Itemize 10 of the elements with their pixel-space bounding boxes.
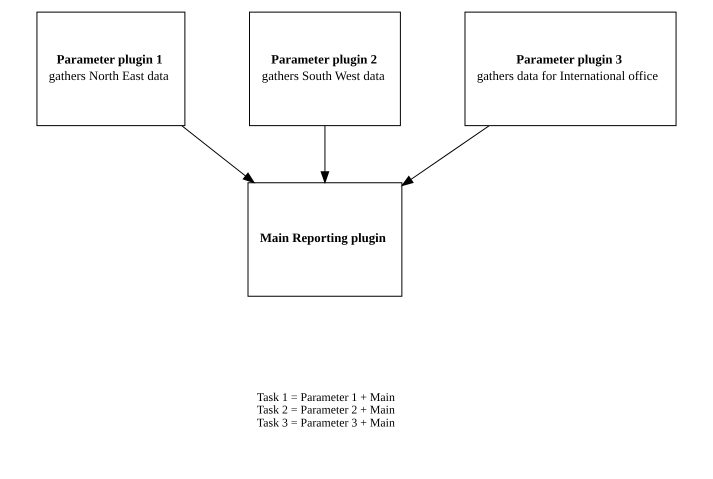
node-box: Parameter plugin 3 gathers data for International office — [464, 12, 677, 126]
node-box: Parameter plugin 1 gathers North East data — [36, 12, 186, 126]
label: Task 2 = Parameter 2 + Main — [256, 402, 395, 417]
node-box: Main Reporting plugin — [248, 182, 402, 297]
node-box: Parameter plugin 2 gathers South West data — [249, 12, 401, 126]
arrow — [181, 125, 256, 184]
arrow — [320, 126, 330, 184]
label: Task 1 = Parameter 1 + Main — [256, 390, 395, 404]
label: Task 3 = Parameter 3 + Main — [256, 416, 395, 430]
arrow — [400, 125, 490, 186]
